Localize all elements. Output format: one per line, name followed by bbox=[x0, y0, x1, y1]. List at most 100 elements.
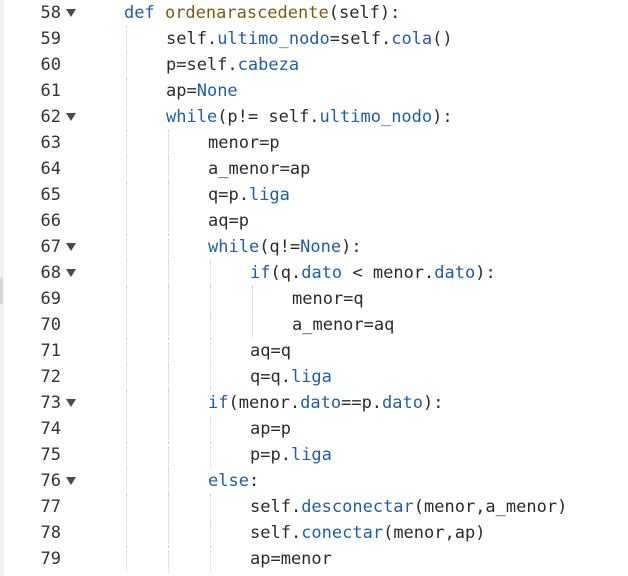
chevron-down-icon[interactable] bbox=[66, 399, 76, 407]
code-text: aq=p bbox=[208, 208, 249, 234]
line-gutter: 76 bbox=[0, 468, 86, 494]
code-text: self.conectar(menor,ap) bbox=[250, 520, 485, 546]
code-content[interactable]: a_menor=aq bbox=[86, 312, 628, 338]
attribute-token: dato bbox=[434, 263, 476, 283]
code-content[interactable]: while(q!=None): bbox=[86, 234, 628, 260]
indent-guide bbox=[168, 442, 169, 468]
code-token: =self. bbox=[329, 29, 392, 49]
code-content[interactable]: q=q.liga bbox=[86, 364, 628, 390]
code-content[interactable]: menor=p bbox=[86, 130, 628, 156]
keyword-token: if bbox=[250, 263, 271, 283]
indent-guide bbox=[126, 312, 127, 338]
code-line[interactable]: 76 else: bbox=[0, 468, 628, 494]
chevron-down-icon[interactable] bbox=[66, 243, 76, 251]
code-content[interactable]: menor=q bbox=[86, 286, 628, 312]
code-content[interactable]: a_menor=ap bbox=[86, 156, 628, 182]
code-content[interactable]: q=p.liga bbox=[86, 182, 628, 208]
indent-guide bbox=[126, 260, 127, 286]
chevron-down-icon[interactable] bbox=[66, 477, 76, 485]
code-line[interactable]: 63 menor=p bbox=[0, 130, 628, 156]
code-line[interactable]: 72 q=q.liga bbox=[0, 364, 628, 390]
code-content[interactable]: if(q.dato < menor.dato): bbox=[86, 260, 628, 286]
attribute-token: dato bbox=[300, 393, 342, 413]
code-content[interactable]: ap=None bbox=[86, 78, 628, 104]
indent-guide bbox=[126, 364, 127, 390]
indent-guide bbox=[210, 260, 211, 286]
line-gutter: 79 bbox=[0, 546, 86, 572]
line-gutter: 75 bbox=[0, 442, 86, 468]
code-token: p=p. bbox=[250, 445, 291, 465]
code-text: menor=p bbox=[208, 130, 280, 156]
code-content[interactable]: ap=menor bbox=[86, 546, 628, 572]
line-gutter: 70 bbox=[0, 312, 86, 338]
code-content[interactable]: def ordenarascedente(self): bbox=[86, 0, 628, 26]
indent-guide bbox=[168, 546, 169, 572]
code-token: menor=p bbox=[208, 133, 280, 153]
code-content[interactable]: self.desconectar(menor,a_menor) bbox=[86, 494, 628, 520]
code-content[interactable]: while(p!= self.ultimo_nodo): bbox=[86, 104, 628, 130]
constant-token: None bbox=[196, 81, 238, 101]
code-token: () bbox=[432, 29, 453, 49]
code-content[interactable]: p=p.liga bbox=[86, 442, 628, 468]
code-text: a_menor=ap bbox=[208, 156, 310, 182]
code-line[interactable]: 64 a_menor=ap bbox=[0, 156, 628, 182]
code-token: ): bbox=[341, 237, 362, 257]
scroll-marker bbox=[0, 278, 3, 304]
indent-guide bbox=[252, 312, 253, 338]
indent-guide bbox=[126, 390, 127, 416]
indent-guide bbox=[210, 494, 211, 520]
chevron-down-icon[interactable] bbox=[66, 269, 76, 277]
chevron-down-icon[interactable] bbox=[66, 113, 76, 121]
indent-guide bbox=[168, 260, 169, 286]
code-token: q=q. bbox=[250, 367, 291, 387]
code-content[interactable]: self.conectar(menor,ap) bbox=[86, 520, 628, 546]
indent-guide bbox=[126, 416, 127, 442]
attribute-token: ultimo_nodo bbox=[319, 107, 433, 127]
code-text: else: bbox=[208, 468, 259, 494]
code-token: ): bbox=[432, 107, 453, 127]
code-token: (menor,a_menor) bbox=[413, 497, 568, 517]
line-gutter: 61 bbox=[0, 78, 86, 104]
line-number: 64 bbox=[40, 159, 61, 179]
line-number: 72 bbox=[40, 367, 61, 387]
chevron-down-icon[interactable] bbox=[66, 9, 76, 17]
indent-guide bbox=[168, 338, 169, 364]
indent-guide bbox=[126, 26, 127, 52]
line-gutter: 62 bbox=[0, 104, 86, 130]
code-content[interactable]: self.ultimo_nodo=self.cola() bbox=[86, 26, 628, 52]
indent-guide bbox=[210, 364, 211, 390]
indent-guide bbox=[126, 338, 127, 364]
code-content[interactable]: if(menor.dato==p.dato): bbox=[86, 390, 628, 416]
code-content[interactable]: else: bbox=[86, 468, 628, 494]
code-line[interactable]: 68 if(q.dato < menor.dato): bbox=[0, 260, 628, 286]
code-content[interactable]: p=self.cabeza bbox=[86, 52, 628, 78]
indent-guide bbox=[168, 156, 169, 182]
code-content[interactable]: aq=p bbox=[86, 208, 628, 234]
line-gutter: 63 bbox=[0, 130, 86, 156]
code-content[interactable]: aq=q bbox=[86, 338, 628, 364]
line-number: 68 bbox=[40, 263, 61, 283]
keyword-token: if bbox=[208, 393, 229, 413]
editor-left-edge bbox=[0, 0, 4, 576]
code-content[interactable]: ap=p bbox=[86, 416, 628, 442]
line-gutter: 64 bbox=[0, 156, 86, 182]
attribute-token: liga bbox=[290, 367, 332, 387]
